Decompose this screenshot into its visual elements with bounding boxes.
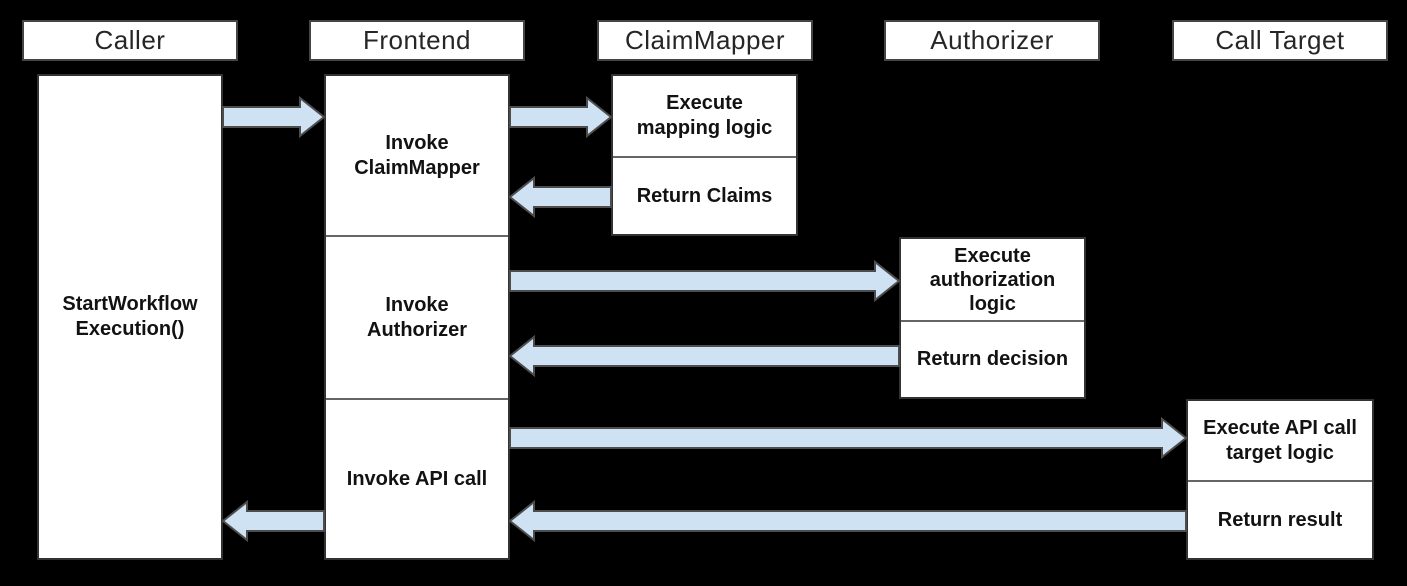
- lifeline-header-caller: Caller: [22, 20, 238, 61]
- arrow-frontend-to-authorizer: [509, 259, 901, 303]
- activation-calltarget: Execute API call target logic Return res…: [1186, 399, 1374, 560]
- arrow-calltarget-to-frontend: [508, 499, 1187, 543]
- step-invoke-authorizer: Invoke Authorizer: [326, 235, 508, 398]
- lifeline-label: ClaimMapper: [624, 25, 786, 55]
- step-return-decision: Return decision: [901, 320, 1084, 397]
- lifeline-header-frontend: Frontend: [309, 20, 525, 61]
- lifeline-label: Frontend: [362, 25, 472, 55]
- arrow-frontend-to-caller: [221, 499, 325, 543]
- arrow-claimmapper-to-frontend: [508, 175, 612, 219]
- lifeline-label: Call Target: [1215, 25, 1345, 55]
- step-return-result: Return result: [1188, 480, 1372, 558]
- step-execute-mapping-logic: Execute mapping logic: [636, 92, 773, 139]
- step-invoke-claimmapper: Invoke ClaimMapper: [354, 131, 480, 179]
- step-execute-api-call-target-logic: Execute API call target logic: [1203, 416, 1357, 464]
- activation-claimmapper: Execute mapping logic Return Claims: [611, 74, 798, 236]
- step-startworkflowexecution: StartWorkflow Execution(): [62, 293, 198, 340]
- lifeline-header-calltarget: Call Target: [1172, 20, 1388, 61]
- step-invoke-api-call: Invoke API call: [326, 398, 508, 558]
- activation-authorizer: Execute authorization logic Return decis…: [899, 237, 1086, 399]
- lifeline-header-authorizer: Authorizer: [884, 20, 1100, 61]
- arrow-caller-to-frontend: [222, 95, 326, 139]
- arrow-frontend-to-calltarget: [509, 416, 1188, 460]
- step-return-claims: Return Claims: [613, 156, 796, 234]
- arrow-frontend-to-claimmapper: [509, 95, 613, 139]
- activation-caller: StartWorkflow Execution(): [37, 74, 223, 560]
- step-execute-authorization-logic: Execute authorization logic: [929, 244, 1056, 315]
- lifeline-label: Caller: [94, 25, 166, 55]
- activation-frontend: Invoke ClaimMapper Invoke Authorizer Inv…: [324, 74, 510, 560]
- lifeline-label: Authorizer: [930, 25, 1054, 55]
- arrow-authorizer-to-frontend: [508, 334, 900, 378]
- lifeline-header-claimmapper: ClaimMapper: [597, 20, 813, 61]
